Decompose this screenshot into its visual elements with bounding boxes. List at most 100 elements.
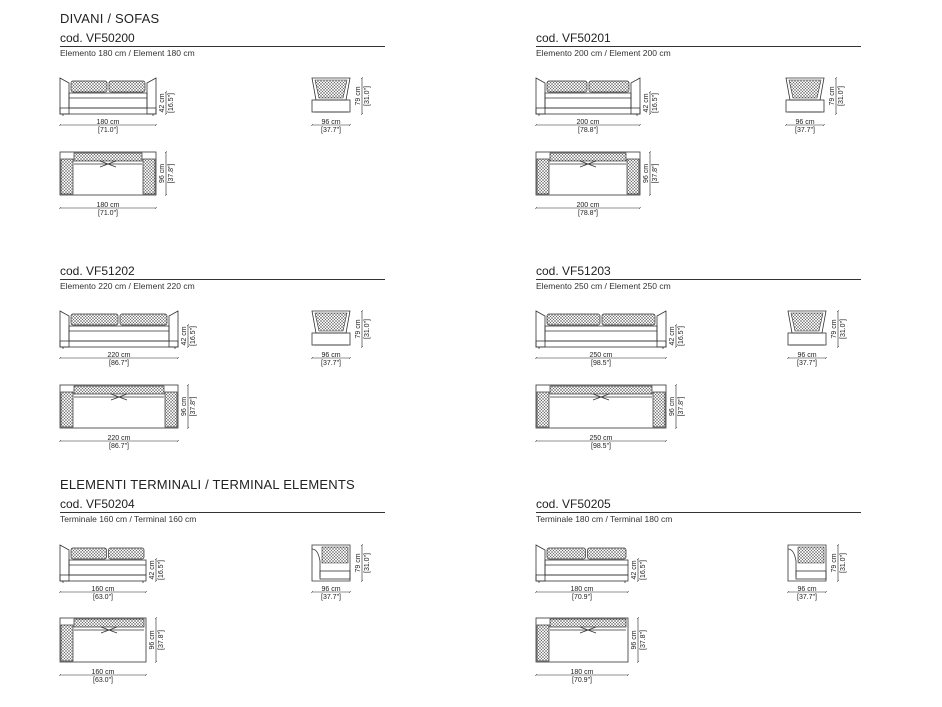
plan-arm [652,391,666,428]
product-code: cod. VF50201 [536,31,611,45]
front-view: 200 cm[78.8"] 42 cm[16.5"] [535,77,659,134]
side-view: 96 cm[37.7"]79 cm[31.0"] [786,78,845,134]
front-view: 220 cm[86.7"]42 cm[16.5"] [59,310,197,367]
sofa-base [59,107,157,115]
sofa-arm [146,77,157,115]
dimension-cm: 200 cm [577,202,600,209]
plan-backrest [549,618,627,628]
dimension-cm: 180 cm [97,202,120,209]
dimension-cm: 96 cm [321,119,340,126]
dimension-in: [16.5"] [190,326,197,346]
side-base [787,332,827,346]
dimension-in: [78.8"] [578,210,598,217]
dimension-in: [37.8"] [190,396,197,416]
plan-view: 160 cm[63.0"]96 cm[37.8"] [60,618,165,684]
sofa-arm [168,310,179,348]
back-cushion [546,313,601,326]
dimension-cm: 96 cm [631,630,638,649]
dimension-cm: 79 cm [355,86,362,105]
seat-cushion [544,325,658,342]
plan-outline [535,617,629,663]
back-cushion [587,547,627,560]
product-subtitle: Elemento 220 cm / Element 220 cm [60,281,195,291]
plan-backrest [73,385,165,395]
dimension-cm: 200 cm [577,119,600,126]
side-cane [797,546,825,564]
product-subtitle: Terminale 180 cm / Terminal 180 cm [536,514,673,524]
side-base [311,99,351,113]
dimension-cm: 160 cm [92,586,115,593]
product-code: cod. VF50200 [60,31,135,45]
front-view: 180 cm[71.0"]42 cm[16.5"] [59,77,175,134]
plan-outline [59,384,179,429]
dimension-cm: 220 cm [108,352,131,359]
sofa-arm [535,77,546,115]
dimension-cm: 42 cm [631,560,638,579]
product-drawing-vf50205: 180 cm[70.9"]42 cm[16.5"]180 cm[70.9"]96… [536,545,847,684]
sofa-arm [535,310,546,348]
sofa-base [59,574,147,582]
back-cushion [546,80,588,93]
front-view: 180 cm[70.9"]42 cm[16.5"] [535,544,647,601]
dimension-in: [37.8"] [640,630,647,650]
dimension-cm: 42 cm [643,93,650,112]
product-code: cod. VF51203 [536,264,611,278]
dimension-in: [31.0"] [840,319,847,339]
plan-view: 200 cm[78.8"]96 cm[37.8"] [536,152,659,217]
dimension-cm: 79 cm [831,553,838,572]
seat-cushion [544,559,629,576]
dimension-cm: 160 cm [92,669,115,676]
dimension-in: [37.7"] [797,360,817,367]
dimension-cm: 42 cm [149,560,156,579]
plan-view: 250 cm[98.5"]96 cm[37.8"] [536,385,685,450]
dimension-in: [16.5"] [652,93,659,113]
dimension-in: [16.5"] [158,560,165,580]
side-view: 96 cm[37.7"]79 cm[31.0"] [312,545,371,601]
dimension-in: [71.0"] [98,127,118,134]
dimension-cm: 79 cm [355,553,362,572]
sofa-base [535,340,667,348]
side-cane [321,546,349,564]
side-cane [314,312,348,332]
back-cushion [546,547,586,560]
header-rule [60,512,385,513]
back-cushion [70,80,108,93]
dimension-in: [31.0"] [838,86,845,106]
plan-outline [59,151,157,196]
plan-arm [536,391,550,428]
dimension-in: [37.8"] [652,163,659,183]
product-code: cod. VF50204 [60,497,135,511]
dimension-in: [98.5"] [591,443,611,450]
dimension-in: [78.8"] [578,127,598,134]
dimension-in: [31.0"] [840,553,847,573]
dimension-cm: 96 cm [321,352,340,359]
plan-backrest [549,385,653,395]
dimension-in: [37.8"] [678,396,685,416]
seat-cushion [544,92,632,109]
plan-arm [164,391,178,428]
side-view: 96 cm[37.7"]79 cm[31.0"] [312,78,371,134]
dimension-in: [86.7"] [109,360,129,367]
sofa-arm [535,544,546,582]
side-cane [314,79,348,99]
dimension-in: [37.7"] [797,594,817,601]
sofa-arm [59,310,70,348]
back-cushion [108,547,145,560]
sofa-arm [630,77,641,115]
side-cane [790,312,824,332]
product-code: cod. VF51202 [60,264,135,278]
product-subtitle: Elemento 180 cm / Element 180 cm [60,48,195,58]
dimension-in: [37.7"] [321,360,341,367]
dimension-in: [37.8"] [158,630,165,650]
dimension-in: [16.5"] [678,326,685,346]
product-drawing-vf51202: 220 cm[86.7"]42 cm[16.5"]220 cm[86.7"] 96… [60,311,371,450]
dimension-cm: 42 cm [669,326,676,345]
dimension-in: [31.0"] [364,319,371,339]
dimension-cm: 96 cm [321,586,340,593]
side-arm-curve [787,548,797,577]
plan-view: 180 cm[71.0"]96 cm[37.8"] [60,152,175,217]
dimension-cm: 79 cm [831,319,838,338]
dimension-in: [37.7"] [321,594,341,601]
header-rule [536,46,861,47]
